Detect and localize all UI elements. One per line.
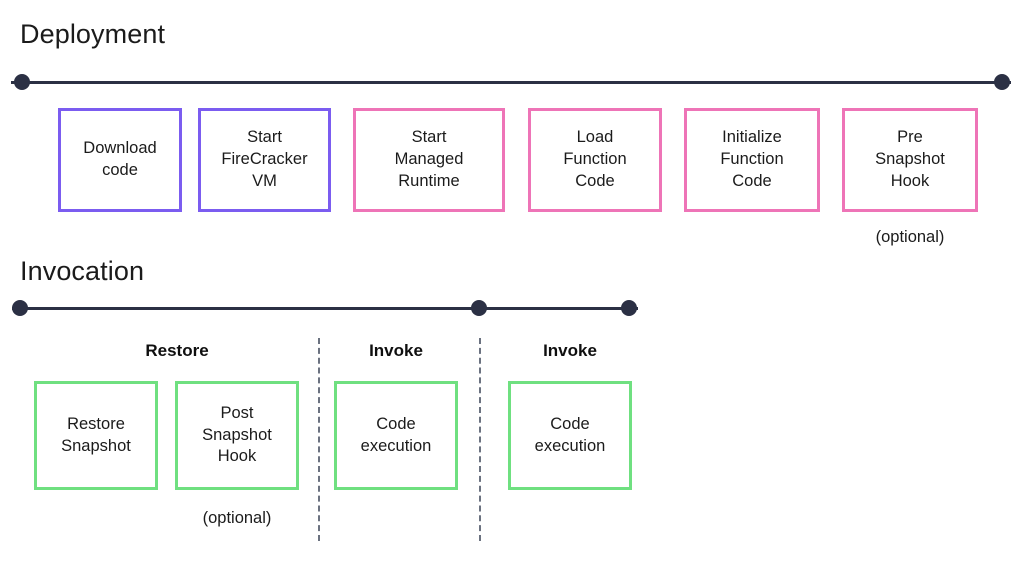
deployment-box-download-code[interactable]: Download code	[58, 108, 182, 212]
deployment-timeline-end-dot	[994, 74, 1010, 90]
deployment-timeline	[11, 74, 1011, 90]
phase-divider-invoke-invoke	[479, 338, 481, 541]
phase-divider-restore-invoke	[318, 338, 320, 541]
post-snapshot-hook-optional-note: (optional)	[202, 509, 272, 527]
invocation-timeline	[12, 300, 638, 316]
invocation-section-title: Invocation	[20, 256, 145, 286]
phase-label-restore: Restore	[145, 341, 209, 360]
deployment-box-label: Start FireCracker VM	[221, 128, 308, 190]
deployment-timeline-start-dot	[14, 74, 30, 90]
invocation-box-restore-snapshot[interactable]: Restore Snapshot	[34, 381, 158, 490]
invocation-box-label: Code execution	[534, 414, 606, 455]
phase-label-invoke-2: Invoke	[543, 341, 597, 360]
invocation-box-label: Post Snapshot Hook	[202, 403, 272, 466]
invocation-box-post-snapshot-hook[interactable]: Post Snapshot Hook	[175, 381, 299, 490]
invocation-timeline-rail	[12, 307, 638, 310]
deployment-section-title: Deployment	[20, 19, 166, 49]
invocation-timeline-end-dot	[621, 300, 637, 316]
deployment-box-initialize-function-code[interactable]: Initialize Function Code	[684, 108, 820, 212]
invocation-box-label: Restore Snapshot	[61, 414, 131, 455]
pre-snapshot-hook-optional-note: (optional)	[875, 228, 945, 246]
deployment-box-label: Initialize Function Code	[720, 128, 784, 190]
invocation-box-label: Code execution	[360, 414, 432, 455]
deployment-timeline-rail	[11, 81, 1011, 84]
deployment-box-start-firecracker-vm[interactable]: Start FireCracker VM	[198, 108, 331, 212]
deployment-box-start-managed-runtime[interactable]: Start Managed Runtime	[353, 108, 505, 212]
deployment-box-load-function-code[interactable]: Load Function Code	[528, 108, 662, 212]
invocation-box-code-execution-1[interactable]: Code execution	[334, 381, 458, 490]
invocation-box-code-execution-2[interactable]: Code execution	[508, 381, 632, 490]
phase-label-invoke-1: Invoke	[369, 341, 423, 360]
invocation-timeline-start-dot	[12, 300, 28, 316]
invocation-timeline-middle-dot	[471, 300, 487, 316]
deployment-box-label: Pre Snapshot Hook	[875, 128, 945, 190]
deployment-box-label: Load Function Code	[563, 128, 627, 190]
deployment-box-label: Download code	[83, 139, 157, 179]
deployment-box-pre-snapshot-hook[interactable]: Pre Snapshot Hook	[842, 108, 978, 212]
deployment-box-label: Start Managed Runtime	[394, 128, 464, 190]
